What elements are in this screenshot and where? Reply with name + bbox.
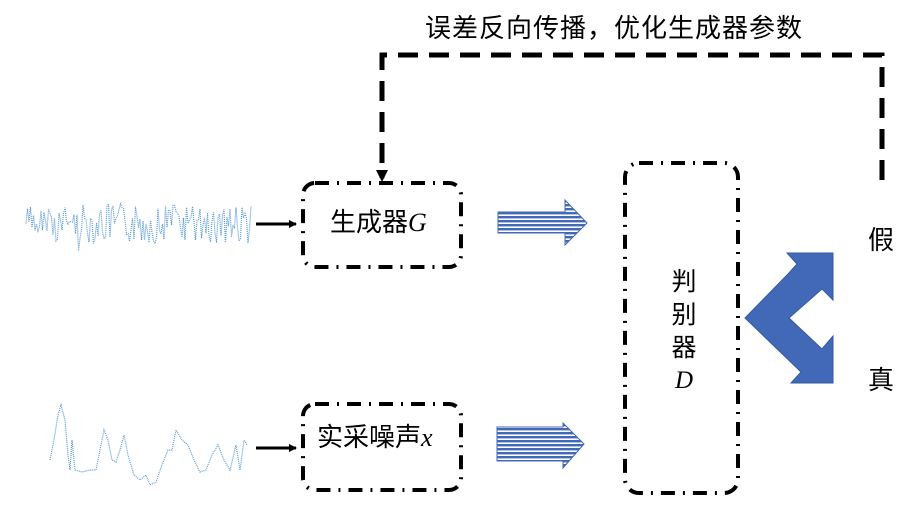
- real-noise-box[interactable]: [301, 402, 463, 492]
- output-fake-label: 假: [868, 226, 895, 256]
- discriminator-variable: D: [674, 367, 694, 394]
- real-noise-waveform: [49, 402, 248, 486]
- feedback-arrowhead-icon: [376, 170, 388, 182]
- discriminator-box[interactable]: [623, 161, 740, 495]
- real-noise-label: 实采噪声x: [317, 423, 433, 453]
- generator-to-discriminator-arrow-icon: [497, 198, 588, 247]
- real-noise-label-text: 实采噪声: [317, 423, 422, 453]
- real-noise-variable: x: [421, 423, 433, 452]
- discriminator-char: 判: [671, 267, 697, 296]
- real-noise-to-discriminator-arrow-icon: [496, 421, 585, 470]
- output-split-arrow-icon: [744, 252, 834, 384]
- generator-variable: G: [408, 208, 427, 237]
- generator-box[interactable]: [301, 181, 463, 269]
- discriminator-label: 判 别 器 D: [662, 265, 706, 397]
- discriminator-char: 别: [671, 300, 697, 329]
- feedback-caption: 误差反向传播，优化生成器参数: [425, 14, 804, 44]
- generator-label: 生成器G: [330, 208, 427, 238]
- feedback-path: [379, 52, 885, 180]
- generator-label-text: 生成器: [330, 208, 409, 238]
- discriminator-char: 器: [671, 333, 697, 362]
- generated-noise-waveform: [25, 202, 252, 252]
- output-real-label: 真: [868, 366, 895, 396]
